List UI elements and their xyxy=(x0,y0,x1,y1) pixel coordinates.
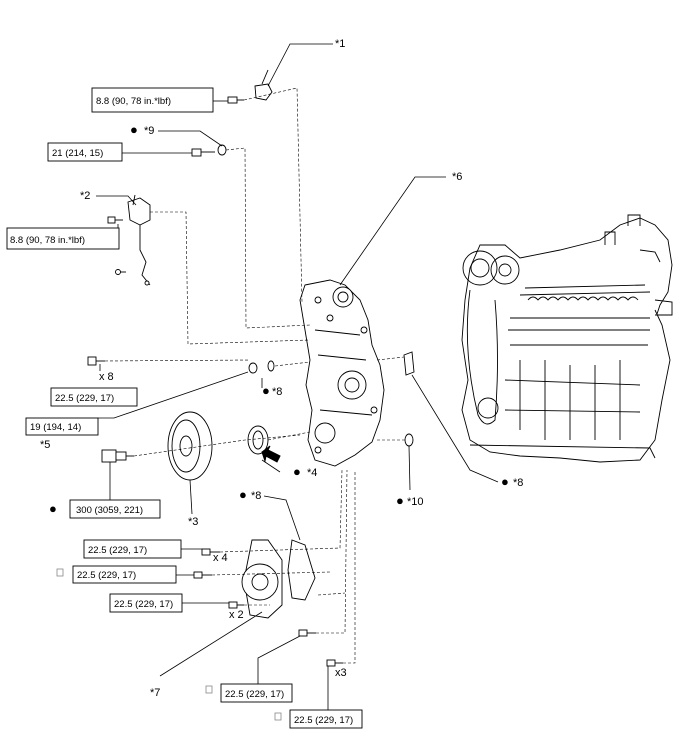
square-icon xyxy=(205,685,213,694)
multiplier-x4: x 4 xyxy=(213,552,228,564)
leader-lines xyxy=(89,43,499,710)
torque-text-7: 22.5 (229, 17) xyxy=(88,545,147,556)
filled-circle-icon: ● xyxy=(239,487,247,502)
torque-box-9 xyxy=(109,593,183,613)
torque-text-11: 22.5 (229, 17) xyxy=(294,715,353,726)
square-icon xyxy=(56,568,64,577)
torque-spec-boxes xyxy=(6,87,363,729)
filled-circle-icon: ● xyxy=(293,464,301,479)
crank-position-sensor-illustration xyxy=(254,69,273,101)
torque-text-6: 300 (3059, 221) xyxy=(76,505,143,516)
square-icon xyxy=(274,712,282,721)
torque-box-3 xyxy=(6,227,120,250)
engine-assembly-illustration xyxy=(461,214,673,463)
callout-4: *4 xyxy=(307,467,317,479)
torque-box-10 xyxy=(220,683,293,703)
torque-box-8 xyxy=(72,565,177,584)
callout-2: *2 xyxy=(80,190,90,202)
installation-direction-arrow-icon xyxy=(261,445,281,463)
bolt-icons xyxy=(87,96,415,667)
timing-chain-cover-illustration xyxy=(299,279,385,467)
torque-text-10: 22.5 (229, 17) xyxy=(225,689,284,700)
callout-1: *1 xyxy=(335,38,345,50)
torque-text-9: 22.5 (229, 17) xyxy=(114,599,173,610)
callout-7: *7 xyxy=(150,687,160,699)
filled-circle-icon: ● xyxy=(501,474,509,489)
torque-box-11 xyxy=(289,709,363,729)
new-part-bullets: ● ● ● ● ● ● ● xyxy=(49,122,509,516)
callout-10: *10 xyxy=(407,496,424,508)
torque-spec-texts: 8.8 (90, 78 in.*lbf) 21 (214, 15) 8.8 (9… xyxy=(10,96,353,726)
multiplier-x3: x3 xyxy=(335,667,347,679)
callout-6: *6 xyxy=(452,171,462,183)
callout-8-oring: *8 xyxy=(272,386,282,398)
torque-box-5 xyxy=(25,417,99,436)
torque-text-4: 22.5 (229, 17) xyxy=(55,393,114,404)
torque-box-1 xyxy=(91,87,214,113)
filled-circle-icon: ● xyxy=(396,493,404,508)
quantity-multipliers: x 8 x 4 x 2 x3 xyxy=(99,371,347,679)
callout-labels: *1 *2 *3 *4 *5 *6 *7 *8 *8 *8 *9 *10 xyxy=(40,38,523,699)
torque-text-2: 21 (214, 15) xyxy=(52,148,103,159)
multiplier-x8: x 8 xyxy=(99,371,114,383)
dashed-assembly-lines xyxy=(104,87,405,664)
callout-5: *5 xyxy=(40,439,50,451)
torque-box-6 xyxy=(69,499,161,519)
torque-box-4 xyxy=(50,387,138,407)
precoated-squares xyxy=(56,568,282,721)
torque-box-7 xyxy=(83,539,182,559)
torque-box-2 xyxy=(47,142,123,162)
callout-9: *9 xyxy=(144,125,154,137)
callout-8-right: *8 xyxy=(513,477,523,489)
filled-circle-icon: ● xyxy=(49,501,57,516)
torque-text-5: 19 (194, 14) xyxy=(30,422,81,433)
filled-circle-icon: ● xyxy=(262,383,270,398)
filled-circle-icon: ● xyxy=(130,122,138,137)
torque-text-3: 8.8 (90, 78 in.*lbf) xyxy=(10,235,85,246)
torque-text-8: 22.5 (229, 17) xyxy=(77,570,136,581)
oil-control-valve-illustration xyxy=(127,194,151,286)
torque-text-1: 8.8 (90, 78 in.*lbf) xyxy=(96,96,171,107)
callout-8-gasket: *8 xyxy=(251,490,261,502)
callout-3: *3 xyxy=(188,516,198,528)
multiplier-x2: x 2 xyxy=(229,609,244,621)
